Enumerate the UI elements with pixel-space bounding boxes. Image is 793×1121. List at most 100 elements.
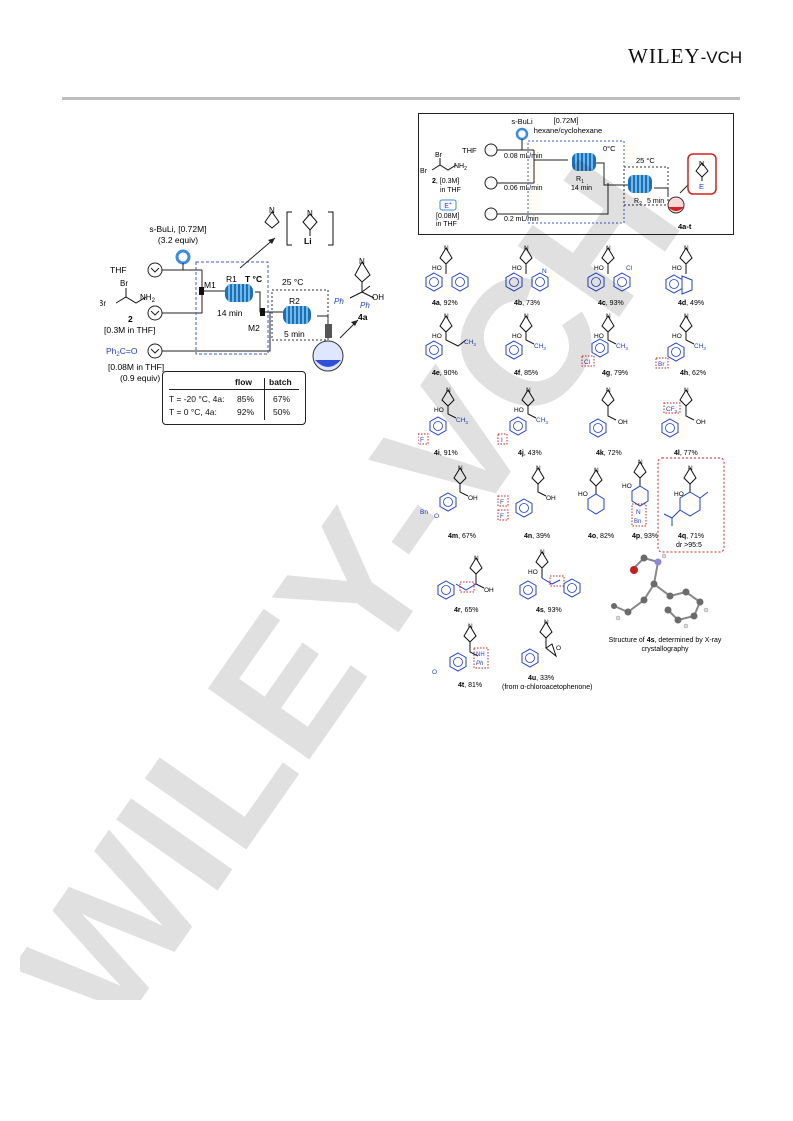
label-4f: 4f, 85% (514, 370, 538, 377)
svg-text:F: F (500, 513, 504, 520)
svg-text:HO: HO (514, 407, 524, 414)
svg-text:O: O (556, 645, 561, 652)
svg-text:HO: HO (672, 265, 682, 272)
right-product-n: N (699, 161, 704, 168)
compound-4b: HO N (505, 244, 549, 292)
label-4o: 4o, 82% (588, 533, 614, 540)
svg-text:I: I (501, 437, 503, 444)
left-reagent-label: s-BuLi, [0.72M] (149, 224, 206, 234)
lithiation-arrow (239, 237, 276, 269)
right-electrophile-solvent: in THF (436, 221, 457, 228)
reactor-r2-coil-icon (283, 306, 311, 324)
right-temp2: 25 °C (636, 156, 655, 165)
right-pump-2-icon (484, 176, 498, 190)
label-4j: 4j, 43% (518, 450, 542, 457)
svg-text:NH: NH (476, 652, 485, 658)
right-electrophile-flow: 0.2 mL/min (504, 216, 539, 223)
product-4a-ph2: Ph (360, 301, 370, 310)
li-aziridine-n: N (307, 209, 313, 218)
table-header-flow: flow (235, 377, 252, 387)
compound-4n: OH F F (497, 464, 556, 521)
substrate-number: 2 (128, 314, 133, 324)
xray-caption-line1: Structure of 4s, determined by X-ray (609, 637, 722, 644)
right-reagent-name: s-BuLi (511, 117, 533, 126)
label-4c: 4c, 93% (598, 300, 624, 307)
lithiated-intermediate (264, 211, 334, 246)
label-4g: 4g, 79% (602, 370, 628, 377)
electrophile-badge (439, 199, 457, 211)
svg-text:Bn: Bn (420, 509, 428, 516)
electrophile-label: Ph2C=O (106, 346, 138, 358)
svg-text:HO: HO (432, 333, 442, 340)
substrate-br-label: Br (100, 299, 106, 308)
right-br2: Br (435, 152, 443, 159)
label-4r: 4r, 65% (454, 607, 479, 614)
right-thf-flow: 0.08 mL/min (504, 153, 543, 160)
compound-4l: CF3 OH (661, 386, 706, 438)
right-reagent-solvent: hexane/cyclohexane (534, 126, 602, 135)
right-reactor-r2-time: 5 min (647, 198, 664, 205)
compound-4s: HO (519, 548, 581, 600)
right-product-box (687, 153, 717, 195)
right-substrate-conc: 2, [0.3M] (432, 178, 459, 185)
svg-text:HO: HO (528, 569, 538, 576)
svg-text:HO: HO (512, 333, 522, 340)
right-reactor-r1-time: 14 min (571, 185, 592, 192)
svg-text:N: N (636, 509, 641, 516)
product-4a-label: 4a (358, 312, 368, 322)
right-reactor-r2-box (623, 166, 669, 206)
right-thf-label: THF (462, 146, 477, 155)
svg-text:Cl: Cl (584, 359, 591, 366)
right-substrate-structure (431, 158, 457, 171)
svg-text:O: O (432, 669, 437, 676)
label-4n: 4n, 39% (524, 533, 550, 540)
aziridine-n: N (269, 206, 275, 215)
right-product-e: E (699, 182, 704, 191)
reactor-r1-label: R1 (226, 274, 237, 284)
right-substrate-solvent: in THF (440, 187, 461, 194)
reactor-r2-time: 5 min (284, 329, 305, 339)
label-4q: 4q, 71% (678, 533, 704, 540)
label-4h: 4h, 62% (680, 370, 706, 377)
svg-text:F: F (500, 499, 504, 506)
compound-4r: OH (437, 554, 494, 600)
svg-text:N: N (542, 268, 547, 275)
right-substrate-flow: 0.06 mL/min (504, 185, 543, 192)
product-scope-grid: N HO 4a, 92% HO N 4b, 73% HO Cl 4c, 93% … (418, 244, 725, 691)
compound-4o: HO (578, 466, 605, 515)
reactor-r1-coil-icon (225, 284, 253, 302)
label-4b: 4b, 73% (514, 300, 540, 307)
label-4p: 4p, 93% (632, 533, 658, 540)
svg-text:HO: HO (578, 491, 588, 498)
svg-text:Br: Br (658, 361, 665, 368)
svg-text:CH3: CH3 (534, 343, 546, 351)
product-4a-oh: OH (372, 293, 384, 302)
svg-text:CH3: CH3 (536, 417, 548, 425)
electrophile-equiv: (0.9 equiv) (120, 373, 160, 383)
right-tubing (497, 139, 669, 215)
sbuli-coil-icon (175, 249, 191, 265)
label-4l: 4l, 77% (674, 450, 698, 457)
svg-text:F: F (420, 437, 424, 444)
right-nh2: NH2 (454, 163, 467, 172)
table-row-1-flow: 85% (237, 394, 255, 404)
svg-text:HO: HO (672, 333, 682, 340)
left-reagent-equiv: (3.2 equiv) (158, 235, 198, 245)
svg-text:HO: HO (434, 407, 444, 414)
table-row-2-condition: T = 0 °C, 4a: (169, 407, 217, 417)
svg-text:OH: OH (696, 419, 706, 426)
right-temp1: 0°C (603, 144, 616, 153)
compound-4d: HO (665, 244, 693, 295)
compound-4k: OH (589, 386, 628, 438)
compound-4j: HO CH3 I (497, 386, 548, 445)
results-table: flow batch T = -20 °C, 4a: 85% 67% T = 0… (162, 371, 306, 425)
svg-text:HO: HO (594, 265, 604, 272)
svg-text:OH: OH (468, 495, 478, 502)
compound-4p: HO N Bn (622, 458, 649, 527)
mixer-m1-icon (199, 287, 204, 295)
li-label: Li (304, 236, 312, 246)
svg-text:Bn: Bn (634, 519, 641, 525)
label-4i: 4i, 91% (434, 450, 458, 457)
svg-text:OH: OH (484, 587, 494, 594)
svg-text:O: O (434, 513, 439, 520)
